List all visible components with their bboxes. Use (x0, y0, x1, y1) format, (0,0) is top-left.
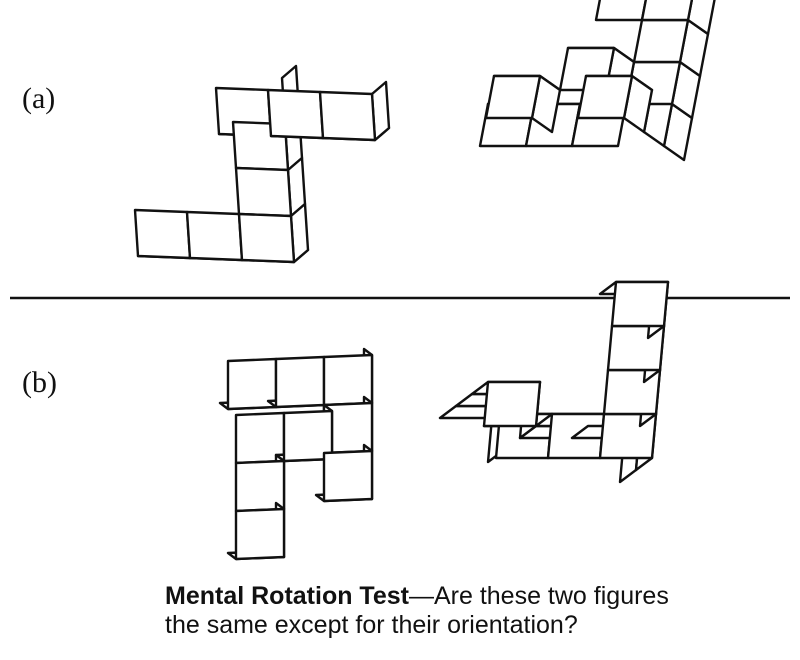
cube-side-face (686, 0, 716, 36)
cube-front-face (274, 355, 326, 409)
figure-b-right-cube-structure (438, 280, 670, 484)
cube-front-face (482, 380, 542, 428)
cube-front-face (234, 507, 286, 561)
cube-front-face (632, 18, 690, 64)
figure-b-left-cube-structure (218, 347, 374, 561)
caption-title: Mental Rotation Test (165, 582, 409, 610)
figure-a-left-cube-structure (133, 64, 391, 264)
cube-front-face (594, 0, 648, 22)
caption-dash: — (408, 582, 434, 610)
cube-front-face (185, 210, 244, 262)
figure-label-b: (b) (22, 366, 57, 399)
cube-front-face (640, 0, 694, 22)
caption-line-1: Mental Rotation Test—Are these two figur… (165, 582, 785, 611)
figure-label-a: (a) (22, 82, 56, 115)
cube-front-face (234, 166, 293, 218)
cube-front-face (322, 449, 374, 503)
cube-front-face (484, 74, 542, 120)
cube-front-face (133, 208, 192, 260)
caption-question-part-2: the same except for their orientation? (165, 611, 578, 639)
cube-front-face (266, 88, 325, 140)
cube-front-face (237, 212, 296, 264)
cube-front-face (610, 280, 670, 328)
figure-a-right-cube-structure (478, 0, 716, 162)
cube-front-face (576, 74, 634, 120)
cube-front-face (318, 90, 377, 142)
caption: Mental Rotation Test—Are these two figur… (165, 582, 785, 640)
caption-question-part-1: Are these two figures (433, 582, 669, 610)
